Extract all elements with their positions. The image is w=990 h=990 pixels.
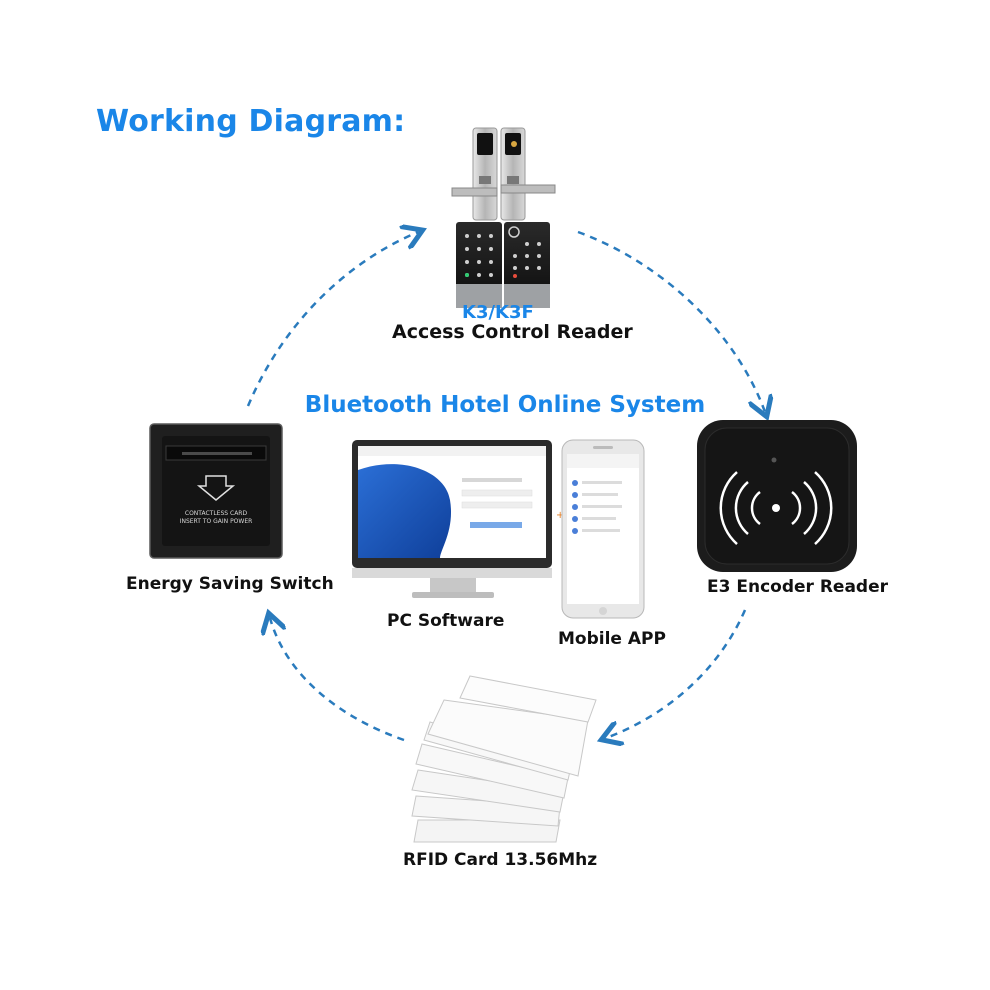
mobile-phone-image bbox=[561, 439, 645, 619]
energy-switch-label: Energy Saving Switch bbox=[126, 574, 334, 594]
rfid-card-label: RFID Card 13.56Mhz bbox=[403, 850, 598, 870]
access-control-reader-image bbox=[451, 127, 556, 308]
arrow-reader-to-encoder bbox=[577, 230, 765, 412]
diagram-heading: Working Diagram: bbox=[96, 104, 406, 139]
mobile-app-label: Mobile APP bbox=[558, 629, 666, 649]
rfid-cards-image bbox=[411, 675, 597, 843]
switch-faceplate-line1: CONTACTLESS CARD bbox=[185, 510, 248, 517]
access-reader-label: Access Control Reader bbox=[392, 321, 633, 343]
e3-encoder-reader-image bbox=[697, 420, 857, 572]
arrow-encoder-to-card bbox=[606, 609, 747, 738]
svg-text:+: + bbox=[556, 510, 564, 521]
pc-software-label: PC Software bbox=[387, 611, 505, 631]
encoder-label: E3 Encoder Reader bbox=[707, 577, 889, 597]
energy-saving-switch-image bbox=[149, 423, 283, 559]
pc-monitor-image: + bbox=[352, 440, 564, 598]
arrow-switch-to-reader bbox=[246, 232, 418, 407]
flow-arrows bbox=[246, 230, 765, 742]
arrow-card-to-switch bbox=[270, 618, 405, 742]
access-reader-model: K3/K3F bbox=[462, 302, 534, 323]
switch-faceplate-line2: INSERT TO GAIN POWER bbox=[180, 518, 253, 525]
system-title: Bluetooth Hotel Online System bbox=[304, 392, 706, 418]
